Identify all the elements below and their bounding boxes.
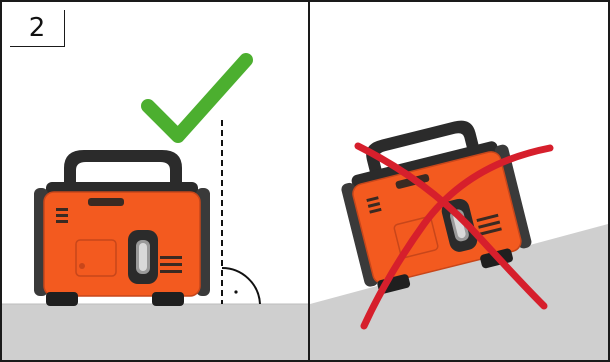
generator-upright	[34, 150, 210, 306]
top-vent	[88, 198, 124, 206]
right-angle-arc	[222, 268, 260, 304]
generator-handle	[64, 150, 182, 184]
generator-body	[44, 192, 200, 296]
grill-right	[160, 256, 182, 273]
grill-left	[56, 208, 68, 223]
correct-placement-panel: 2	[2, 2, 308, 360]
level-ground	[2, 304, 308, 360]
incorrect-placement-scene	[310, 2, 608, 360]
incorrect-placement-panel	[310, 2, 608, 360]
checkmark-icon	[148, 60, 246, 136]
generator-foot-left	[46, 292, 78, 306]
step-number-badge: 2	[10, 10, 65, 47]
generator-foot-right	[152, 292, 184, 306]
step-number: 2	[29, 13, 46, 43]
correct-placement-scene	[2, 2, 308, 360]
right-angle-dot	[234, 290, 237, 293]
